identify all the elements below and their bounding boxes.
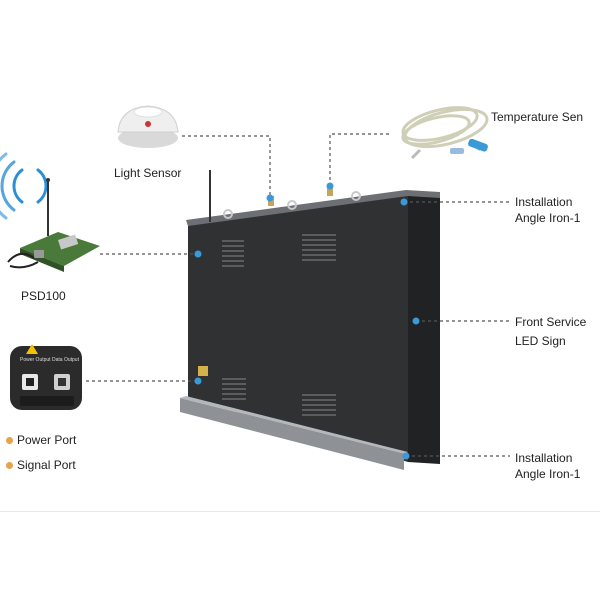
- temperature-sensor-label: Temperature Sen: [491, 110, 584, 124]
- wifi-icon: [0, 152, 48, 220]
- signal-port-label: Signal Port: [17, 458, 76, 472]
- installation-top-label-line2: Angle Iron-1: [515, 211, 581, 225]
- port-panel-power-text: Power Output: [20, 357, 51, 363]
- light-sensor-image: [117, 105, 179, 148]
- port-panel-data-text: Data Output: [52, 357, 79, 363]
- callout-dots: [194, 182, 420, 460]
- psd100-label: PSD100: [21, 289, 66, 303]
- power-port-label: Power Port: [17, 433, 77, 447]
- signal-port-bullet-icon: [6, 462, 13, 469]
- installation-bottom-label-line1: Installation: [515, 451, 573, 465]
- psd100-board-image: [7, 178, 100, 272]
- installation-bottom-label-line2: Angle Iron-1: [515, 467, 581, 481]
- front-service-label-line1: Front Service: [515, 315, 587, 329]
- light-sensor-label: Light Sensor: [114, 166, 182, 180]
- installation-top-label-line1: Installation: [515, 195, 573, 209]
- temperature-sensor-image: [401, 106, 489, 160]
- led-sign-cabinet: [180, 170, 440, 470]
- divider: [0, 511, 600, 512]
- leader-lines: [86, 133, 510, 457]
- port-panel-image: [10, 344, 82, 410]
- front-service-label-line2: LED Sign: [515, 334, 566, 348]
- power-port-bullet-icon: [6, 437, 13, 444]
